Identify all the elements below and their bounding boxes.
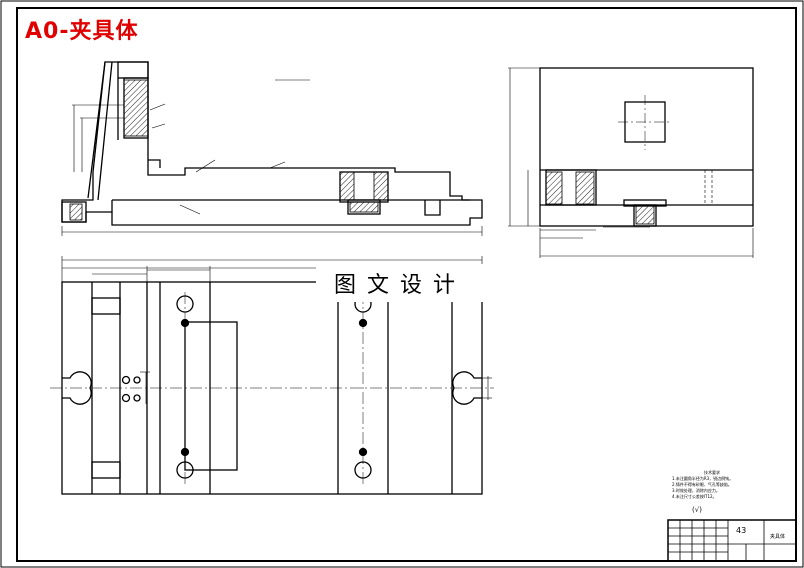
front-hatch <box>69 79 389 221</box>
drawing-title: A0-夹具体 <box>25 19 139 44</box>
side-centerlines <box>618 95 672 150</box>
inner-frame <box>16 7 797 562</box>
title-block-scale: 43 <box>736 526 747 535</box>
tech-note-line: 2.铸件不得有砂眼、气孔等缺陷。 <box>672 482 732 487</box>
tech-note-line: 3.时效处理，消除内应力。 <box>672 488 720 493</box>
tech-notes: 技术要求 1.未注圆角半径为R3，锐边倒钝。 2.铸件不得有砂眼、气孔等缺陷。 … <box>672 470 752 500</box>
tech-notes-heading: 技术要求 <box>704 470 720 475</box>
tech-note-line: 1.未注圆角半径为R3，锐边倒钝。 <box>672 476 734 481</box>
front-dimensions <box>61 79 483 236</box>
watermark-text: 图文设计 <box>316 264 484 302</box>
top-centerlines <box>50 292 494 484</box>
side-hatch <box>545 171 655 225</box>
side-dimensions <box>508 67 754 258</box>
top-dimensions <box>61 256 492 404</box>
title-block-name: 夹具体 <box>770 534 786 540</box>
side-view <box>539 67 754 227</box>
roughness-note: (√) <box>692 506 702 514</box>
tech-note-line: 4.未注尺寸公差按IT12。 <box>672 494 717 499</box>
title-block <box>667 519 797 562</box>
